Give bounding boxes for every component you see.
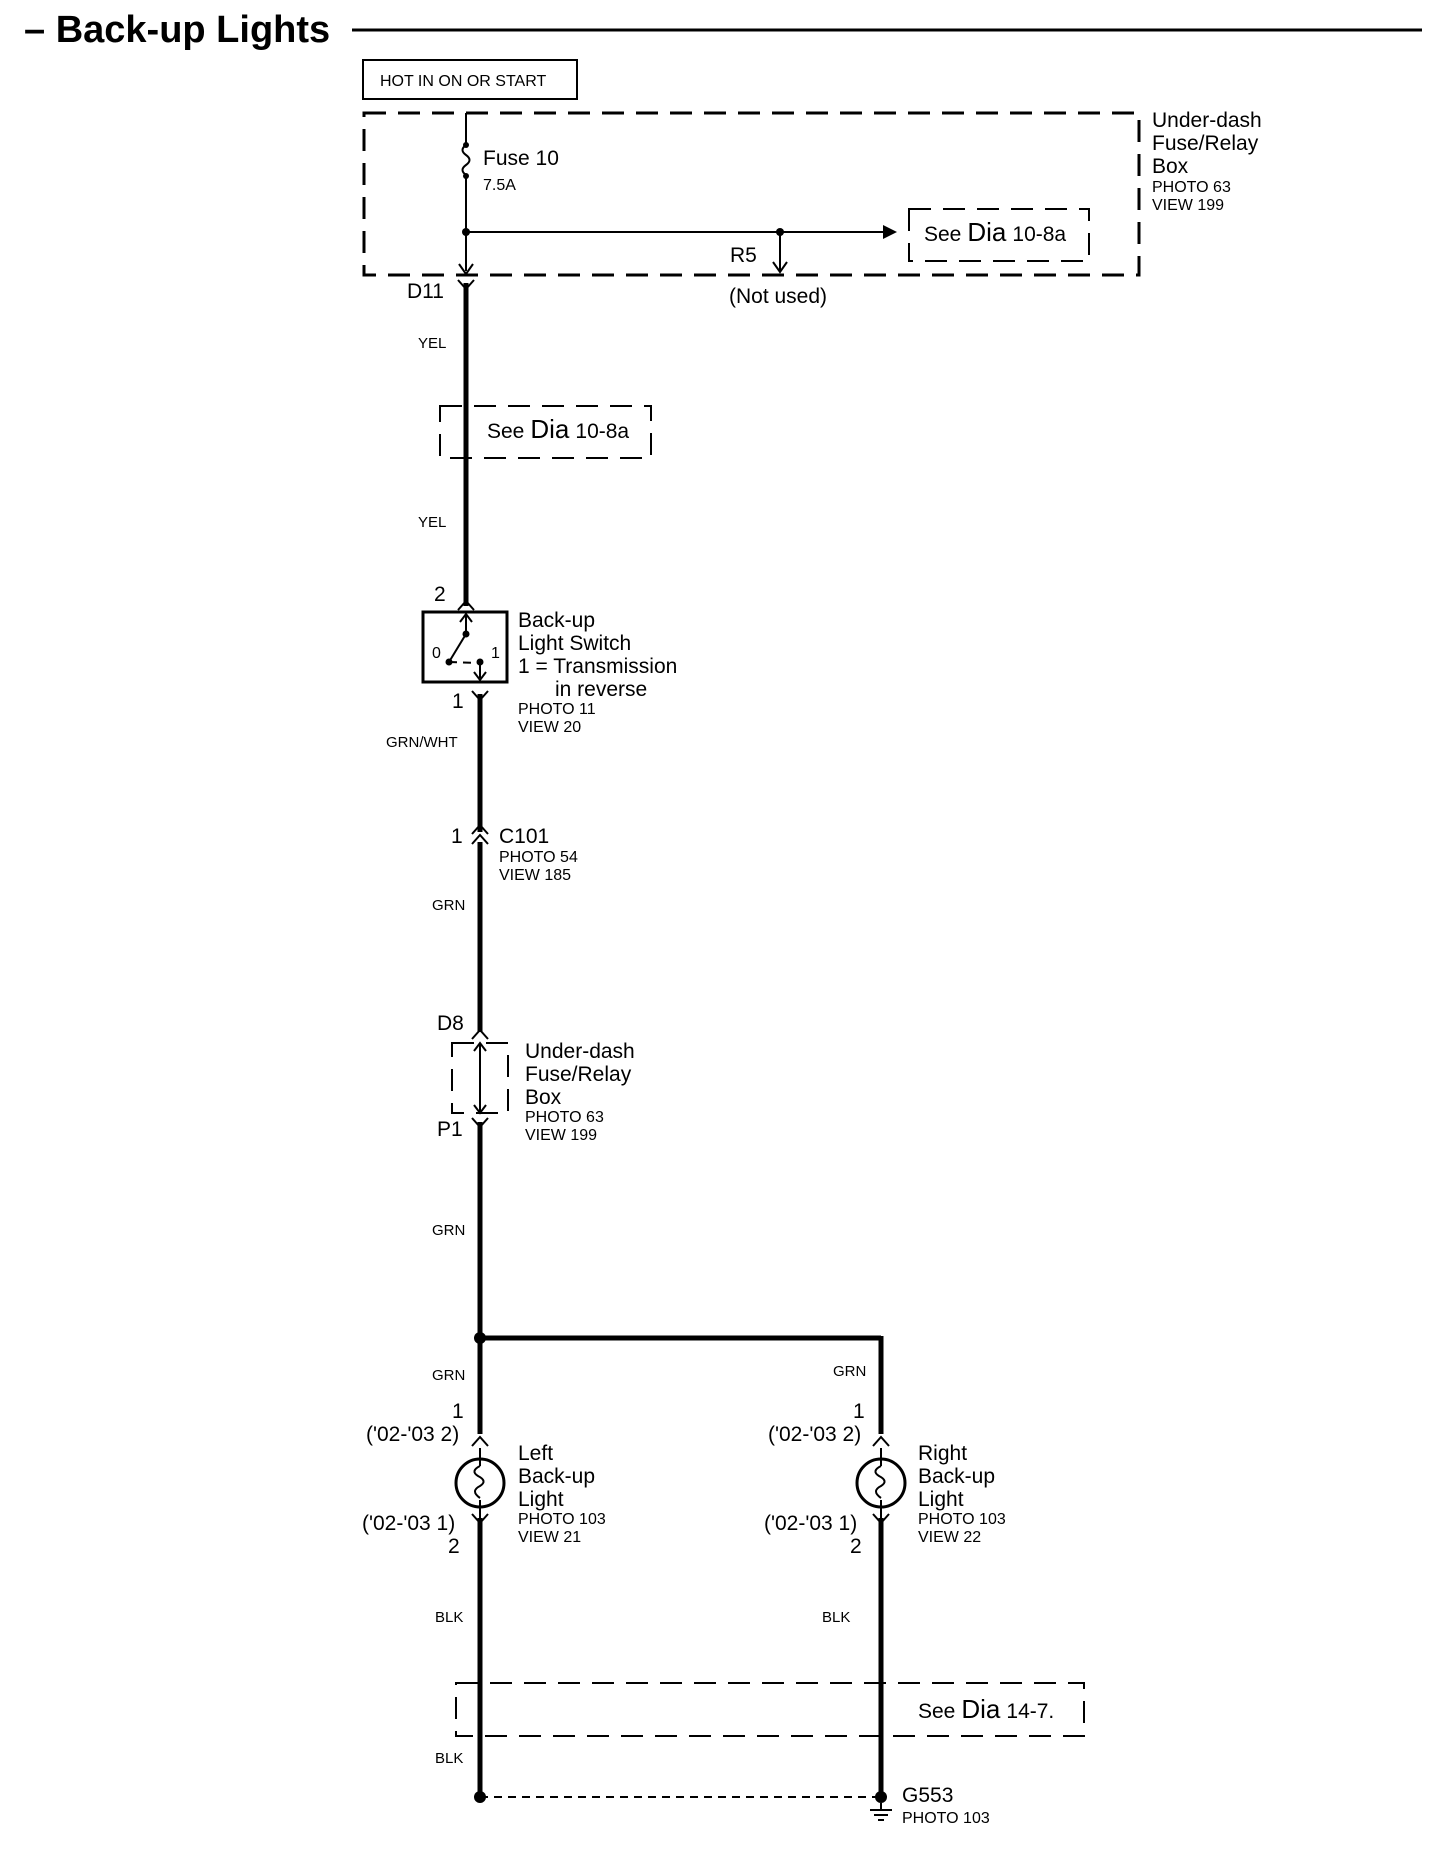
hot-label: HOT IN ON OR START bbox=[380, 73, 546, 90]
switch-label-4: in reverse bbox=[555, 678, 647, 701]
wire-label-grn-1: GRN bbox=[432, 897, 465, 914]
ground-icon bbox=[870, 1803, 892, 1821]
fuse-box-top-view: VIEW 199 bbox=[1152, 197, 1224, 214]
wire-label-yel-1: YEL bbox=[418, 335, 446, 352]
switch-pos-1: 1 bbox=[491, 645, 500, 662]
left-light-label-3: Light bbox=[518, 1488, 564, 1511]
hot-label-box: HOT IN ON OR START bbox=[362, 59, 578, 100]
switch-label-2: Light Switch bbox=[518, 632, 631, 655]
right-light-view: VIEW 22 bbox=[918, 1529, 981, 1546]
c101-connector: 1 C101 PHOTO 54 VIEW 185 bbox=[451, 823, 578, 884]
fuse-box-mid-photo: PHOTO 63 bbox=[525, 1109, 604, 1126]
r5-label: R5 bbox=[730, 244, 757, 267]
c101-pin: 1 bbox=[451, 825, 463, 848]
right-light-label-1: Right bbox=[918, 1442, 967, 1465]
page-title: – Back-up Lights bbox=[24, 9, 330, 51]
under-dash-fuse-box-mid: D8 P1 Under-dash Fuse/Relay Box PHOTO 63… bbox=[437, 1012, 635, 1144]
right-light-pin-top-alt: ('02-'03 2) bbox=[768, 1423, 861, 1446]
d11-label: D11 bbox=[407, 280, 444, 303]
fuse-box-top-line2: Fuse/Relay bbox=[1152, 132, 1259, 155]
switch-pin-top: 2 bbox=[434, 583, 446, 606]
fuse-box-mid-line3: Box bbox=[525, 1086, 562, 1109]
right-backup-light: 1 ('02-'03 2) ('02-'03 1) 2 Right Back-u… bbox=[764, 1400, 1006, 1558]
left-light-pin-top-alt: ('02-'03 2) bbox=[366, 1423, 459, 1446]
left-light-view: VIEW 21 bbox=[518, 1529, 581, 1546]
wire-label-yel-2: YEL bbox=[418, 514, 446, 531]
under-dash-fuse-box-top bbox=[362, 111, 1141, 277]
right-light-label-2: Back-up bbox=[918, 1465, 995, 1488]
fuse-box-top-line1: Under-dash bbox=[1152, 109, 1262, 132]
fuse-box-mid-line1: Under-dash bbox=[525, 1040, 635, 1063]
ground-photo: PHOTO 103 bbox=[902, 1810, 990, 1827]
fuse-box-top-line3: Box bbox=[1152, 155, 1189, 178]
left-light-pin-top: 1 bbox=[452, 1400, 464, 1423]
r5-note: (Not used) bbox=[729, 285, 827, 308]
switch-label-3: 1 = Transmission bbox=[518, 655, 677, 678]
switch-photo: PHOTO 11 bbox=[518, 701, 596, 718]
fuse-name: Fuse 10 bbox=[483, 147, 559, 170]
right-ground-splice bbox=[875, 1791, 887, 1803]
right-light-pin-bottom: 2 bbox=[850, 1535, 862, 1558]
wire-label-grn-left: GRN bbox=[432, 1367, 465, 1384]
wire-label-grn-2: GRN bbox=[432, 1222, 465, 1239]
fuse-box-mid-pin-bottom: P1 bbox=[437, 1118, 463, 1141]
backup-light-switch: 2 0 1 1 Back-up Light Switch 1 = Transmi… bbox=[421, 583, 677, 736]
fuse-rating: 7.5A bbox=[483, 177, 516, 194]
right-light-photo: PHOTO 103 bbox=[918, 1511, 1006, 1528]
right-light-pin-top: 1 bbox=[853, 1400, 865, 1423]
left-light-pin-bottom-alt: ('02-'03 1) bbox=[362, 1512, 455, 1535]
branch-to-dia: R5 (Not used) bbox=[462, 225, 897, 308]
switch-view: VIEW 20 bbox=[518, 719, 581, 736]
wire-label-grn-wht: GRN/WHT bbox=[386, 734, 458, 751]
wire-label-blk-bottom: BLK bbox=[435, 1750, 463, 1767]
fuse-box-top-label: Under-dash Fuse/Relay Box PHOTO 63 VIEW … bbox=[1152, 109, 1262, 214]
c101-view: VIEW 185 bbox=[499, 867, 571, 884]
fuse-box-mid-pin-top: D8 bbox=[437, 1012, 464, 1035]
fuse-10: Fuse 10 7.5A bbox=[458, 113, 559, 276]
wire-label-blk-left: BLK bbox=[435, 1609, 463, 1626]
c101-photo: PHOTO 54 bbox=[499, 849, 578, 866]
wire-label-grn-right: GRN bbox=[833, 1363, 866, 1380]
fuse-box-mid-view: VIEW 199 bbox=[525, 1127, 597, 1144]
c101-name: C101 bbox=[499, 825, 549, 848]
fuse-box-mid-line2: Fuse/Relay bbox=[525, 1063, 632, 1086]
right-light-pin-bottom-alt: ('02-'03 1) bbox=[764, 1512, 857, 1535]
wire-label-blk-right: BLK bbox=[822, 1609, 850, 1626]
switch-pin-bottom: 1 bbox=[452, 690, 464, 713]
left-light-label-2: Back-up bbox=[518, 1465, 595, 1488]
left-light-label-1: Left bbox=[518, 1442, 553, 1465]
left-backup-light: 1 ('02-'03 2) ('02-'03 1) 2 Left Back-up… bbox=[362, 1400, 606, 1558]
switch-label-1: Back-up bbox=[518, 609, 595, 632]
left-light-photo: PHOTO 103 bbox=[518, 1511, 606, 1528]
ground-name: G553 bbox=[902, 1784, 953, 1807]
fuse-box-top-photo: PHOTO 63 bbox=[1152, 179, 1231, 196]
left-light-pin-bottom: 2 bbox=[448, 1535, 460, 1558]
right-light-label-3: Light bbox=[918, 1488, 964, 1511]
switch-pos-0: 0 bbox=[432, 645, 441, 662]
